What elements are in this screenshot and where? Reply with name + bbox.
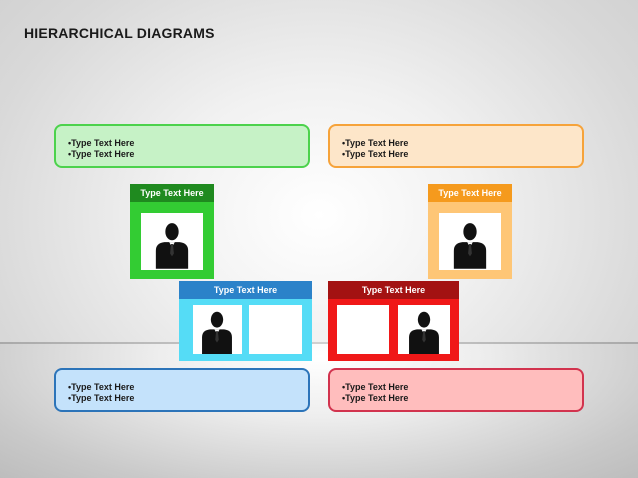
bullet-line: •Type Text Here: [68, 393, 135, 403]
photo-panel: [193, 305, 242, 354]
photo-panel: [141, 213, 203, 270]
person-card-orange[interactable]: Type Text Here: [428, 184, 512, 279]
bullet-line: •Type Text Here: [68, 149, 135, 159]
card-header: Type Text Here: [179, 281, 312, 299]
card-header: Type Text Here: [428, 184, 512, 202]
page-title: HIERARCHICAL DIAGRAMS: [24, 25, 215, 41]
person-silhouette-icon: [453, 223, 487, 269]
text-box-top-right[interactable]: •Type Text Here •Type Text Here: [328, 124, 584, 168]
person-card-red[interactable]: Type Text Here: [328, 281, 459, 361]
bullet-line: •Type Text Here: [68, 382, 135, 392]
bullet-line: •Type Text Here: [342, 393, 409, 403]
person-card-cyan[interactable]: Type Text Here: [179, 281, 312, 361]
bullet-line: •Type Text Here: [342, 138, 409, 148]
photo-panel: [439, 213, 501, 270]
horizon-line: [0, 342, 638, 344]
person-card-green[interactable]: Type Text Here: [130, 184, 214, 279]
text-box-bottom-left[interactable]: •Type Text Here •Type Text Here: [54, 368, 310, 412]
person-silhouette-icon: [409, 311, 439, 354]
card-header: Type Text Here: [130, 184, 214, 202]
person-silhouette-icon: [155, 223, 189, 269]
text-box-bottom-right[interactable]: •Type Text Here •Type Text Here: [328, 368, 584, 412]
empty-photo-panel: [249, 305, 302, 354]
bullet-line: •Type Text Here: [342, 382, 409, 392]
photo-panel: [398, 305, 450, 354]
empty-photo-panel: [337, 305, 389, 354]
bullet-line: •Type Text Here: [68, 138, 135, 148]
card-header: Type Text Here: [328, 281, 459, 299]
person-silhouette-icon: [202, 311, 232, 354]
text-box-top-left[interactable]: •Type Text Here •Type Text Here: [54, 124, 310, 168]
bullet-line: •Type Text Here: [342, 149, 409, 159]
